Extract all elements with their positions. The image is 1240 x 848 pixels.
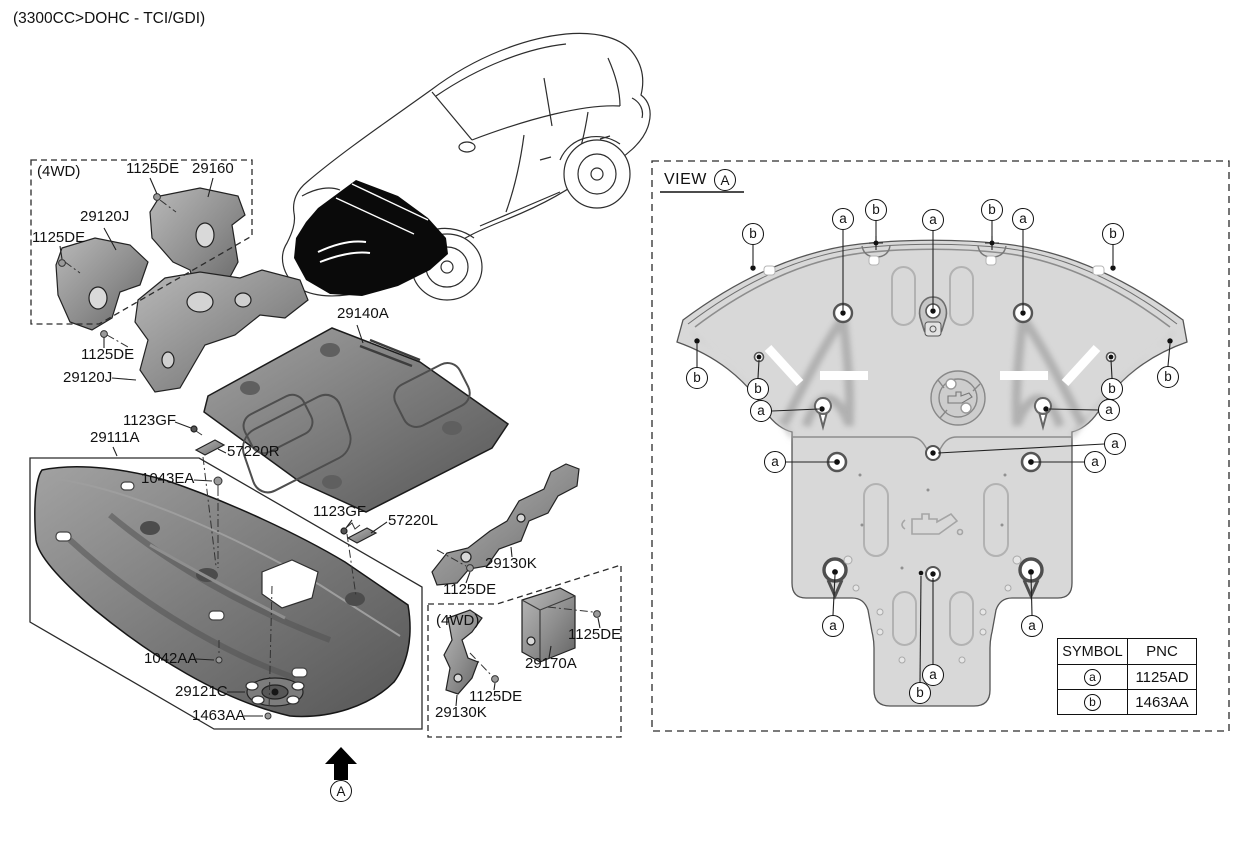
car-front-underbody-highlight (294, 180, 448, 296)
callout-b: b (909, 682, 931, 704)
arrow-symbol-circle: A (330, 780, 352, 802)
part-label-1123GF-a: 1123GF (123, 412, 177, 429)
callout-a: a (922, 209, 944, 231)
view-a-dashed-box (651, 160, 1230, 732)
part-29140a-drawing (203, 327, 510, 513)
callout-a: a (922, 664, 944, 686)
part-label-29160: 29160 (192, 160, 234, 177)
group-boxes (29, 159, 1230, 738)
callout-b: b (686, 367, 708, 389)
callout-lines (696, 221, 1171, 683)
symbol-header: SYMBOL (1058, 639, 1128, 664)
callout-b: b (1102, 223, 1124, 245)
part-label-1125DE-f: 1125DE (469, 688, 523, 705)
callout-anchor-dots (694, 240, 1173, 577)
part-label-1125DE-e: 1125DE (568, 626, 622, 643)
table-row: b 1463AA (1058, 689, 1196, 714)
part-29130k-4wd-drawing (443, 609, 483, 695)
callout-b: b (747, 378, 769, 400)
part-label-29111A: 29111A (90, 429, 140, 446)
view-a-panel-drawing (676, 236, 1188, 707)
part-29120j-drawing (55, 237, 149, 331)
callout-b: b (742, 223, 764, 245)
bottom-4wd-box-label: (4WD) (436, 612, 480, 629)
engine-spec-title: (3300CC>DOHC - TCI/GDI) (13, 10, 206, 27)
part-label-29120J-b: 29120J (63, 369, 113, 386)
leader-lines (59, 177, 601, 717)
top-4wd-box-label: (4WD) (37, 163, 81, 180)
part-label-1042AA: 1042AA (144, 650, 198, 667)
part-label-1125DE-d: 1125DE (443, 581, 497, 598)
view-symbol-circle: A (714, 169, 736, 191)
part-29111a-drawing (34, 466, 411, 718)
oil-can-icon (901, 512, 964, 536)
symbol-pnc-table: SYMBOL PNC a 1125AD b 1463AA (1057, 638, 1197, 715)
part-label-1043EA: 1043EA (141, 470, 195, 487)
direction-up-arrow (325, 747, 357, 780)
callout-a: a (764, 451, 786, 473)
pnc-value: 1125AD (1135, 668, 1189, 686)
part-label-1125DE-c: 1125DE (81, 346, 135, 363)
pnc-value: 1463AA (1135, 693, 1189, 711)
part-29120j-lower-drawing (134, 269, 309, 393)
part-29170a-drawing (521, 587, 576, 663)
oil-cap-detail (930, 370, 986, 426)
callout-a: a (1104, 433, 1126, 455)
callout-b: b (981, 199, 1003, 221)
part-label-29140A: 29140A (337, 305, 389, 322)
callout-a: a (1098, 399, 1120, 421)
part-label-29120J-a: 29120J (80, 208, 130, 225)
part-label-1125DE-a: 1125DE (126, 160, 180, 177)
symbol-b-circle: b (1084, 693, 1101, 711)
part-label-29130K-b: 29130K (435, 704, 487, 721)
part-57220l-drawing (346, 527, 378, 544)
part-label-57220L: 57220L (388, 512, 439, 529)
main-solid-box (29, 457, 423, 730)
callout-b: b (1101, 378, 1123, 400)
part-29121c-drawing (245, 677, 305, 707)
part-label-1463AA: 1463AA (192, 707, 246, 724)
part-label-57220R: 57220R (227, 443, 280, 460)
pnc-header: PNC (1146, 643, 1178, 660)
part-57220r-drawing (194, 439, 226, 456)
callout-b: b (865, 199, 887, 221)
part-label-29121C: 29121C (175, 683, 228, 700)
part-label-1123GF-b: 1123GF (313, 503, 367, 520)
top-4wd-dashed-box (30, 159, 253, 325)
callout-a: a (832, 208, 854, 230)
car-illustration (281, 32, 651, 301)
part-label-1125DE-b: 1125DE (32, 229, 86, 246)
callout-a: a (1021, 615, 1043, 637)
view-label: VIEW (664, 171, 707, 188)
part-label-29130K-a: 29130K (485, 555, 537, 572)
callout-a: a (1084, 451, 1106, 473)
bottom-4wd-dashed-box (427, 564, 622, 738)
callout-a: a (822, 615, 844, 637)
part-label-29170A: 29170A (525, 655, 577, 672)
table-row: a 1125AD (1058, 664, 1196, 689)
callout-b: b (1157, 366, 1179, 388)
phantom-dash-lines (64, 199, 594, 712)
table-header-row: SYMBOL PNC (1058, 639, 1196, 664)
callout-a: a (1012, 208, 1034, 230)
callout-a: a (750, 400, 772, 422)
symbol-a-circle: a (1084, 668, 1101, 686)
